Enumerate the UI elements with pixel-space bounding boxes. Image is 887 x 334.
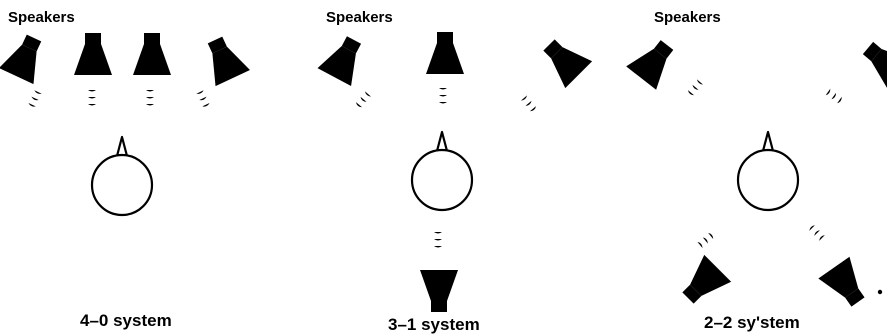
panel3-wave-rear-right	[808, 224, 825, 241]
panel3-listener	[736, 130, 800, 212]
panel1-listener	[90, 135, 154, 217]
panel1-wave-2	[88, 90, 96, 106]
panel1-diagram	[0, 29, 250, 217]
panel1-wave-1	[27, 90, 42, 108]
panel3-speaker-rear-right	[818, 256, 874, 313]
panel1-speaker-3	[133, 33, 171, 75]
panel1-speaker-1	[0, 29, 52, 85]
panel3-wave-front-left	[686, 79, 704, 97]
panel3-dot-mark	[877, 289, 883, 295]
panel2-caption: 3–1 system	[388, 315, 480, 334]
panel3-heading: Speakers	[654, 9, 721, 26]
panel1-heading: Speakers	[8, 9, 75, 26]
panel1-wave-3	[146, 90, 154, 106]
panel2-wave-rear	[434, 232, 442, 248]
panel2-wave-right	[520, 95, 538, 113]
panel3-speaker-front-left	[626, 33, 682, 90]
panel2-listener	[410, 130, 474, 212]
panel2-wave-center	[439, 88, 447, 104]
panel1-speaker-2	[74, 33, 112, 75]
panel1-wave-4	[196, 90, 211, 108]
panel2-speaker-rear	[420, 270, 458, 312]
panel2-speaker-front-left	[317, 31, 371, 87]
panel2-wave-left	[354, 91, 372, 109]
panel3-diagram	[626, 33, 887, 313]
panel2-speaker-front-center	[426, 32, 464, 74]
panel2-heading: Speakers	[326, 9, 393, 26]
panel3-caption: 2–2 sy'stem	[704, 313, 800, 332]
panel3-wave-front-right	[825, 88, 843, 105]
panel3-speaker-rear-left	[674, 254, 732, 312]
panel2-diagram	[317, 31, 593, 312]
panel2-speaker-front-right	[535, 31, 593, 89]
panel3-speaker-front-right	[855, 33, 887, 90]
panel1-speaker-4	[197, 31, 250, 87]
panel1-caption: 4–0 system	[80, 311, 172, 330]
panel3-wave-rear-left	[697, 231, 715, 249]
